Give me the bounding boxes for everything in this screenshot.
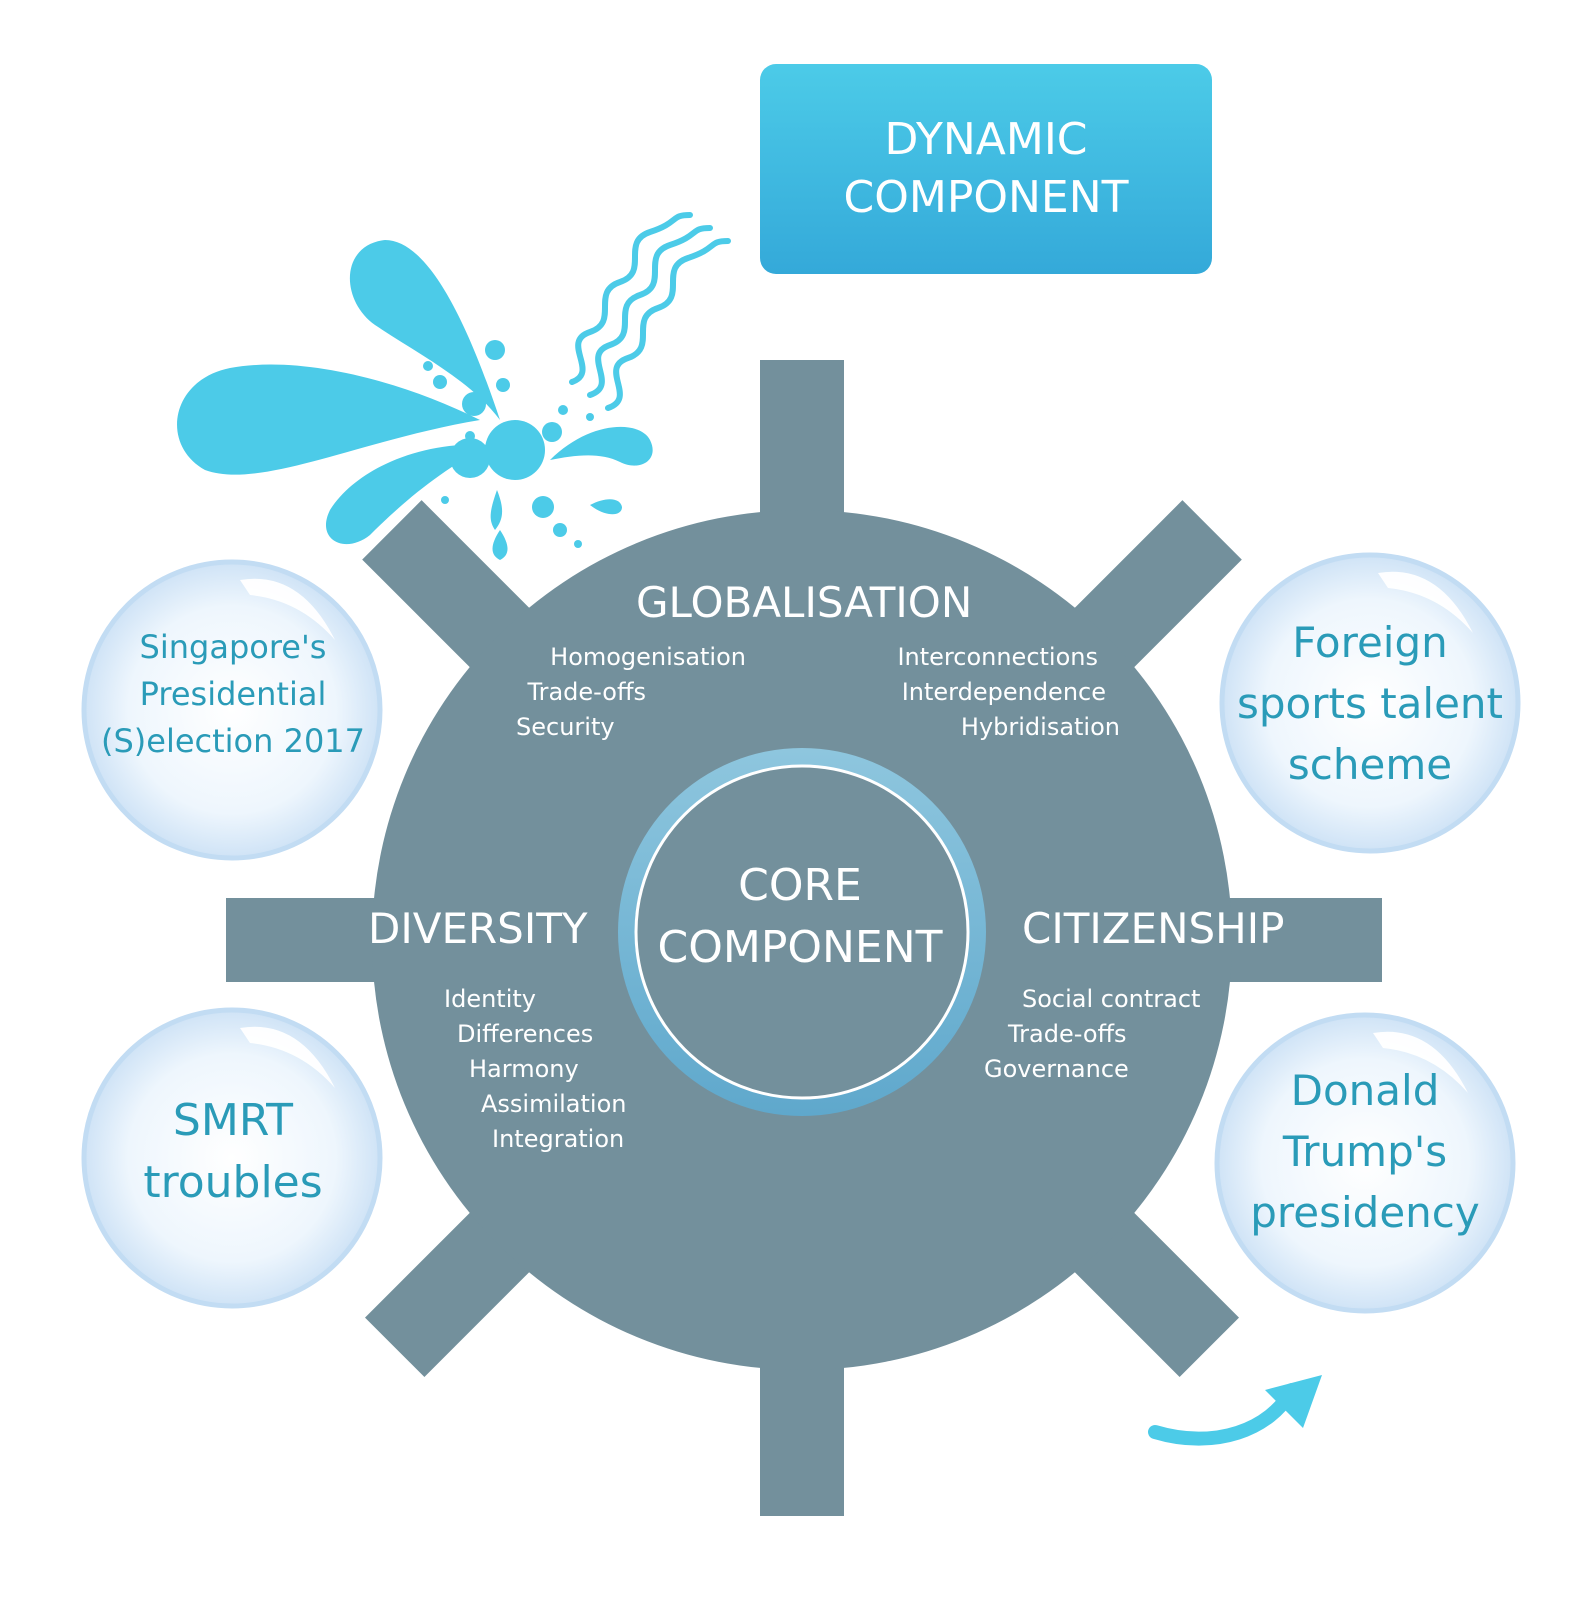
citizenship-list: Social contract Trade-offs Governance: [984, 982, 1200, 1087]
globalisation-left-list: Homogenisation Trade-offs Security: [516, 640, 746, 745]
splash-graphic: [177, 240, 653, 560]
citizenship-item: Governance: [984, 1055, 1129, 1083]
core-line1: CORE: [738, 860, 862, 911]
bubble-line: scheme: [1287, 740, 1453, 789]
globalisation-item: Interconnections: [897, 643, 1098, 671]
diversity-item: Differences: [457, 1020, 594, 1048]
arrow-icon: [1148, 1375, 1322, 1446]
bubble-line: (S)election 2017: [100, 722, 366, 760]
bubble-line: SMRT: [172, 1095, 294, 1146]
dynamic-component-box: DYNAMIC COMPONENT: [760, 64, 1212, 274]
bubble-line: presidency: [1250, 1188, 1480, 1237]
bubble-shapes: [81, 552, 1521, 1314]
core-line2: COMPONENT: [657, 922, 943, 973]
bubble-line: sports talent: [1236, 679, 1503, 728]
bubble-line: Singapore's: [139, 628, 327, 666]
core-circle: [634, 764, 970, 1100]
bubble-smrt-troubles: SMRT troubles: [92, 1090, 374, 1214]
citizenship-item: Trade-offs: [1008, 1020, 1127, 1048]
bubble-line: troubles: [143, 1157, 323, 1208]
diversity-item: Assimilation: [481, 1090, 627, 1118]
bubble-line: Donald: [1290, 1066, 1440, 1115]
globalisation-right-list: Interconnections Interdependence Hybridi…: [888, 640, 1120, 745]
diversity-item: Integration: [492, 1125, 625, 1153]
globalisation-item: Hybridisation: [960, 713, 1120, 741]
bubble-line: Trump's: [1282, 1127, 1448, 1176]
core-component-label: CORE COMPONENT: [640, 855, 960, 979]
dynamic-title-line1: DYNAMIC: [884, 114, 1088, 165]
dynamic-title-line2: COMPONENT: [843, 172, 1129, 223]
globalisation-item: Homogenisation: [550, 643, 746, 671]
bubble-line: Presidential: [139, 675, 327, 713]
globalisation-item: Trade-offs: [527, 678, 646, 706]
diversity-list: Identity Differences Harmony Assimilatio…: [444, 982, 627, 1157]
bubble-line: Foreign: [1292, 618, 1448, 667]
bubble-foreign-sports-talent: Foreign sports talent scheme: [1218, 612, 1522, 795]
diversity-title: DIVERSITY: [368, 904, 588, 953]
globalisation-item: Security: [516, 713, 615, 741]
diversity-item: Identity: [444, 985, 536, 1013]
globalisation-title: GLOBALISATION: [636, 578, 973, 627]
bubble-donald-trump-presidency: Donald Trump's presidency: [1215, 1060, 1515, 1243]
citizenship-item: Social contract: [1022, 985, 1201, 1013]
globalisation-item: Interdependence: [901, 678, 1106, 706]
citizenship-title: CITIZENSHIP: [1022, 904, 1285, 953]
diversity-item: Harmony: [469, 1055, 579, 1083]
wave-lines: [569, 212, 731, 411]
bubble-singapore-presidential: Singapore's Presidential (S)election 201…: [92, 624, 374, 765]
bubble-highlights: [240, 571, 1473, 1093]
